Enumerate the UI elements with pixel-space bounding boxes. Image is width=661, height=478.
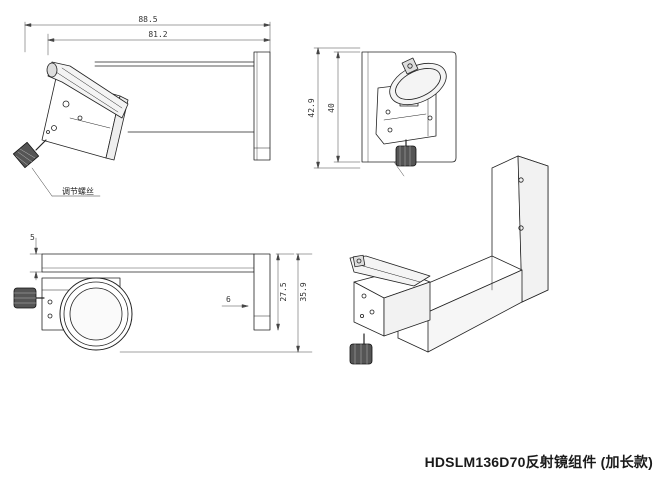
mirror-ring-top — [59, 277, 133, 351]
dimension-label-bracket-width: 81.2 — [148, 30, 167, 39]
adjusting-screw-icon — [12, 139, 47, 169]
iso-adjusting-screw-icon — [349, 333, 373, 365]
dimension-plate-height — [333, 51, 361, 163]
dimension-height-b — [119, 253, 313, 353]
drawing-caption: HDSLM136D70反射镜组件 (加长款) — [424, 454, 653, 470]
mirror-ring-side — [389, 57, 447, 106]
dimension-height-a — [275, 253, 295, 331]
iso-mirror-frame — [349, 254, 431, 287]
dimension-label-height-a: 27.5 — [279, 282, 288, 301]
dimension-label-offset: 6 — [226, 295, 231, 304]
dimension-label-total-height: 42.9 — [307, 98, 316, 117]
side-view — [313, 47, 457, 177]
dimension-overall-width — [24, 21, 271, 53]
dimension-bracket-width — [47, 33, 271, 56]
dimension-label-plate-height: 40 — [327, 103, 336, 113]
dimension-label-height-b: 35.9 — [299, 282, 308, 301]
iso-mounting-plate — [491, 155, 549, 303]
adjusting-screw-top-icon — [13, 287, 45, 309]
dimension-total-height — [313, 47, 361, 169]
dimension-thickness — [29, 237, 43, 281]
callout-leader — [31, 167, 101, 197]
dimension-label-thickness: 5 — [30, 233, 35, 242]
callout-label-adjusting-screw: 调节螺丝 — [62, 186, 94, 196]
front-view — [12, 21, 271, 197]
adjusting-screw-side-icon — [393, 139, 417, 177]
top-view — [13, 237, 313, 353]
dimension-label-overall-width: 88.5 — [138, 15, 157, 24]
mirror-ring-front — [46, 61, 129, 119]
isometric-view — [349, 155, 549, 365]
